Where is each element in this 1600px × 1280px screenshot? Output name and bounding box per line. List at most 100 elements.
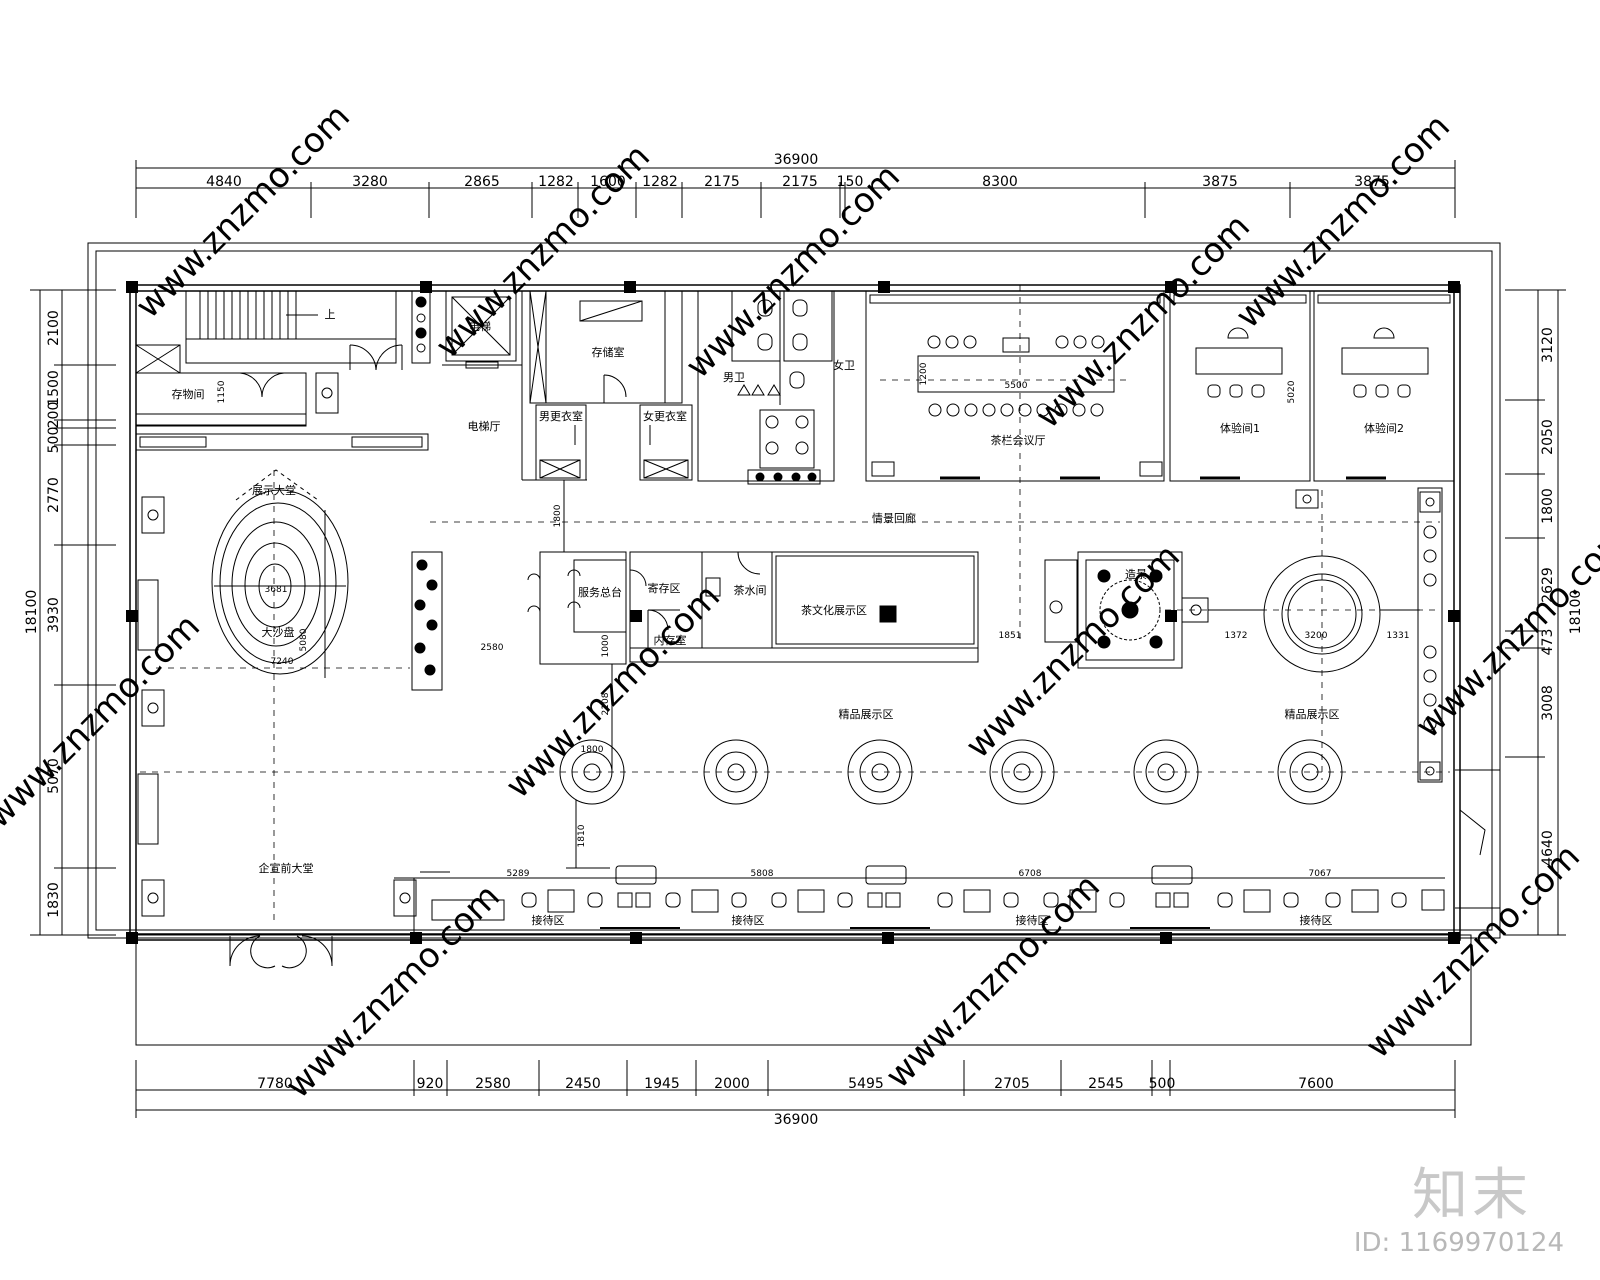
room-label-elevator: 电梯 <box>469 320 491 333</box>
watermark-text: www.znzmo.com <box>678 156 908 386</box>
dim-label: 8300 <box>982 174 1018 190</box>
dim-label: 3008 <box>1540 685 1556 721</box>
dim-label: 2100 <box>46 310 62 346</box>
dim-total-bottom: 36900 <box>774 1112 819 1128</box>
display-table <box>1277 739 1343 805</box>
display-table <box>703 739 769 805</box>
dim-label: 4840 <box>206 174 242 190</box>
dim-label: 7067 <box>1309 869 1332 879</box>
room-label-womens-wc: 女卫 <box>833 358 855 372</box>
dim-label: 1800 <box>1540 488 1556 524</box>
room-label-boutique-2: 精品展示区 <box>1285 708 1340 721</box>
display-table <box>559 739 625 805</box>
dim-label: 2629 <box>1540 567 1556 603</box>
planter-strip <box>411 290 431 364</box>
dim-label: 1851 <box>999 631 1022 641</box>
bottom-dimension-chain <box>135 1060 1456 1118</box>
dim-label: 5289 <box>507 869 530 879</box>
dim-label: 2450 <box>565 1076 601 1092</box>
dim-label: 1800 <box>553 504 563 527</box>
service-desk-area <box>527 480 627 770</box>
reception-band <box>393 865 1445 934</box>
restroom-block <box>697 290 835 485</box>
room-label-storage-room: 存储室 <box>592 345 625 359</box>
dim-label: 3875 <box>1354 174 1390 190</box>
dim-label: 1000 <box>601 634 611 657</box>
room-label-feature: 造景 <box>1125 567 1147 581</box>
site-boundary <box>87 242 1501 1046</box>
left-dimension-labels: 18100 2100 1500 200 500 2770 3930 5070 1… <box>24 310 62 918</box>
room-label-mens-changing: 男更衣室 <box>539 409 583 423</box>
dim-label: 3681 <box>265 585 288 595</box>
dim-label: 6708 <box>1019 869 1042 879</box>
top-dimension-chain <box>135 160 1456 218</box>
elevator-shaft <box>442 290 587 481</box>
stair-block <box>135 290 429 451</box>
room-label-tea-culture: 茶文化展示区 <box>801 603 867 617</box>
dim-label: 1500 <box>46 370 62 406</box>
room-label-stairs-up: 上 <box>325 308 336 321</box>
dim-label: 2175 <box>704 174 740 190</box>
dim-label: 2580 <box>481 643 504 653</box>
dim-label: 1282 <box>642 174 678 190</box>
dim-label: 2108 <box>601 692 611 715</box>
sand-table <box>211 469 349 678</box>
dim-label: 5080 <box>299 628 309 651</box>
round-display-right <box>1208 555 1420 673</box>
room-label-reception-4: 接待区 <box>1300 913 1333 927</box>
room-label-womens-changing: 女更衣室 <box>643 409 687 423</box>
inner-dimension-labels: 1150 1800 3681 5080 7240 2580 1000 2108 … <box>217 362 1409 879</box>
dim-label: 920 <box>417 1076 444 1092</box>
room-label-reception-2: 接待区 <box>732 913 765 927</box>
dim-label: 1282 <box>538 174 574 190</box>
dim-label: 3120 <box>1540 327 1556 363</box>
dim-label: 2770 <box>46 477 62 513</box>
dim-label: 2050 <box>1540 419 1556 455</box>
dim-label: 3930 <box>46 597 62 633</box>
grid-axes <box>140 285 1450 920</box>
right-display-wall <box>1295 487 1486 860</box>
display-table <box>847 739 913 805</box>
dim-label: 7780 <box>257 1076 293 1092</box>
dim-label: 2865 <box>464 174 500 190</box>
room-labels: 上 电梯 存储室 存物间 电梯厅 男更衣室 女更衣室 男卫 女卫 茶栏会议厅 体… <box>172 308 1405 927</box>
watermark-text: www.znzmo.com <box>1028 206 1258 436</box>
dim-total-right: 18100 <box>1568 590 1584 635</box>
dim-label: 473 <box>1540 629 1556 656</box>
watermark-text: www.znzmo.com <box>278 876 508 1106</box>
experience-room-1 <box>1169 290 1311 482</box>
storage-room <box>529 290 683 404</box>
dim-label: 500 <box>1149 1076 1176 1092</box>
tea-meeting-hall <box>865 290 1165 482</box>
room-label-front-lobby: 企宣前大堂 <box>259 861 314 875</box>
dim-label: 4640 <box>1540 830 1556 866</box>
dim-label: 1331 <box>1387 631 1410 641</box>
room-label-service-desk: 服务总台 <box>578 585 622 599</box>
room-label-tea-room: 茶水间 <box>734 584 767 597</box>
room-label-boutique-1: 精品展示区 <box>839 708 894 721</box>
dim-label: 7600 <box>1298 1076 1334 1092</box>
room-label-exp-room-2: 体验间2 <box>1364 421 1404 435</box>
building-walls <box>129 284 1461 941</box>
dim-label: 5808 <box>751 869 774 879</box>
dim-label: 2705 <box>994 1076 1030 1092</box>
storage-area-rooms <box>629 551 979 663</box>
watermark-text: www.znzmo.com <box>0 606 208 836</box>
changing-rooms <box>535 404 693 481</box>
room-label-mens-wc: 男卫 <box>723 371 745 384</box>
room-label-tea-meeting: 茶栏会议厅 <box>991 433 1046 447</box>
watermark-text: www.znzmo.com <box>1358 836 1588 1066</box>
dim-label: 150 <box>837 174 864 190</box>
dim-label: 1372 <box>1225 631 1248 641</box>
dim-label: 1945 <box>644 1076 680 1092</box>
dim-label: 3200 <box>1305 631 1328 641</box>
room-label-inner-storage: 内存室 <box>654 633 687 647</box>
right-dimension-labels: 3120 2050 1800 2629 473 3008 4640 18100 <box>1540 327 1584 866</box>
dim-label: 500 <box>46 427 62 454</box>
planter-hall <box>411 551 443 691</box>
dim-label: 1600 <box>590 174 626 190</box>
reception-seating <box>521 889 1445 913</box>
room-label-exp-room-1: 体验间1 <box>1220 421 1260 435</box>
dim-label: 5020 <box>1287 380 1297 403</box>
top-dimension-labels: 36900 4840 3280 2865 1282 1600 1282 2175… <box>206 152 1390 190</box>
